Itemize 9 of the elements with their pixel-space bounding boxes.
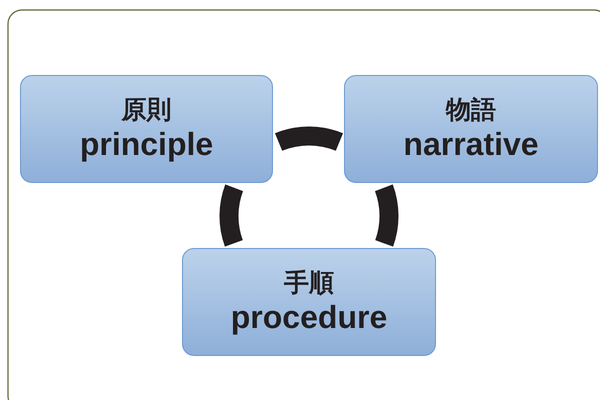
- box-title: 手順: [284, 267, 334, 298]
- box-subtitle: narrative: [403, 125, 539, 164]
- box-title: 原則: [122, 94, 172, 126]
- box-subtitle: procedure: [230, 298, 388, 337]
- process-box: [182, 248, 436, 356]
- process-box: [344, 75, 598, 183]
- box-title: 物語: [446, 94, 496, 126]
- process-box: [20, 75, 273, 183]
- box-subtitle: principle: [80, 125, 214, 164]
